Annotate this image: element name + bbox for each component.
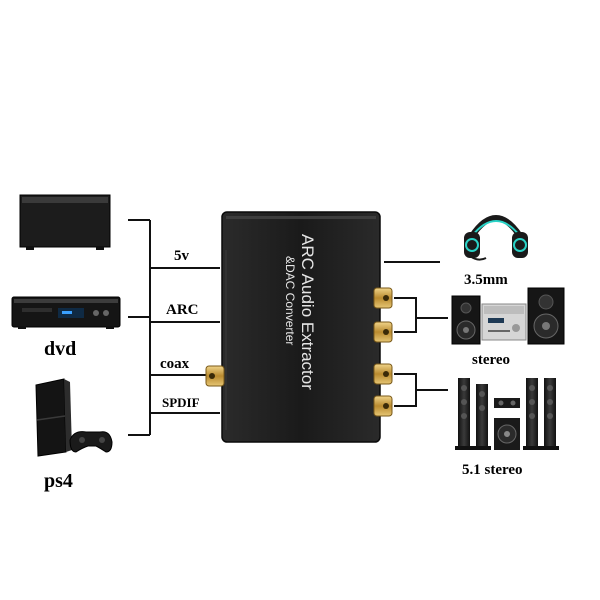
converter-subtitle: &DAC Converter bbox=[283, 256, 297, 346]
surround-speakers-icon bbox=[455, 378, 559, 450]
label-dvd: dvd bbox=[44, 338, 77, 360]
label-5-1-stereo: 5.1 stereo bbox=[462, 462, 523, 478]
label-ps4: ps4 bbox=[44, 470, 73, 492]
output-wiring bbox=[384, 261, 448, 407]
game-controller-icon bbox=[69, 431, 113, 453]
ps4-console-icon bbox=[35, 378, 72, 457]
dvd-player-icon bbox=[11, 296, 121, 329]
label-arc: ARC bbox=[166, 302, 199, 318]
label-3-5mm: 3.5mm bbox=[464, 272, 508, 288]
tower-speaker-left-outer bbox=[455, 378, 473, 450]
label-5v: 5v bbox=[174, 248, 189, 264]
label-stereo: stereo bbox=[472, 352, 511, 368]
coax-input-jack bbox=[205, 365, 225, 387]
label-coax: coax bbox=[160, 356, 190, 372]
subwoofer bbox=[494, 418, 520, 450]
converter-title: ARC Audio Extractor bbox=[298, 234, 317, 390]
tower-speaker-left-inner bbox=[473, 384, 491, 450]
rca-jack-1 bbox=[373, 287, 393, 309]
rca-jack-3 bbox=[373, 363, 393, 385]
converter-box bbox=[221, 211, 381, 443]
set-top-box-icon bbox=[19, 194, 111, 250]
input-wiring bbox=[128, 219, 220, 436]
stereo-system-icon bbox=[451, 287, 565, 345]
tower-speaker-right-outer bbox=[541, 378, 559, 450]
tower-speaker-right-inner bbox=[523, 378, 541, 450]
rca-jacks bbox=[373, 287, 393, 417]
label-spdif: SPDIF bbox=[162, 395, 200, 410]
center-speaker bbox=[494, 398, 520, 408]
rca-jack-4 bbox=[373, 395, 393, 417]
headphones-icon bbox=[464, 215, 528, 261]
rca-jack-2 bbox=[373, 321, 393, 343]
